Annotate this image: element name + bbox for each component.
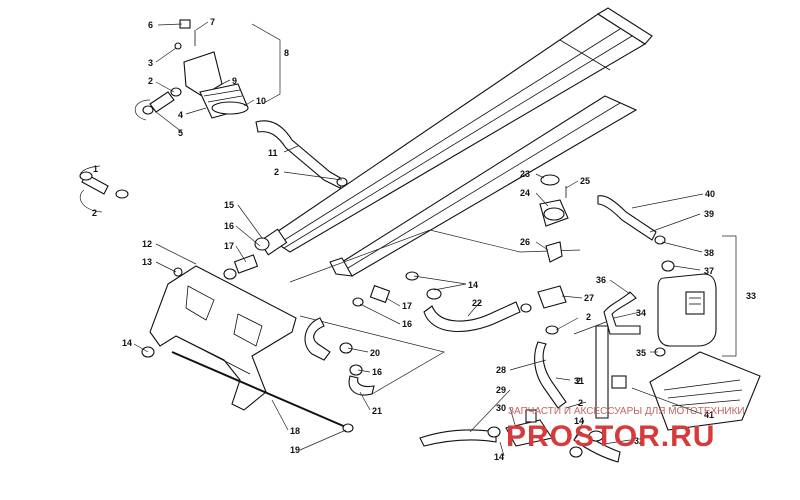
callout-32: 32 [634, 436, 644, 446]
connector-stack-left [223, 237, 270, 280]
callout-2: 2 [274, 167, 279, 177]
callout-16: 16 [372, 367, 382, 377]
callout-labels: 1 2 2 2 2 2 2 3 4 5 6 7 8 9 10 11 12 13 … [92, 17, 756, 462]
callout-33: 33 [746, 291, 756, 301]
callout-20: 20 [370, 348, 380, 358]
tunnel-bracket [595, 325, 761, 431]
callout-7: 7 [210, 17, 215, 27]
callout-4: 4 [178, 110, 183, 120]
callout-31: 31 [574, 376, 584, 386]
watermark-brand: PROSTOR.RU [506, 420, 715, 453]
callout-14: 14 [468, 280, 478, 290]
callout-2: 2 [148, 76, 153, 86]
callout-14: 14 [574, 416, 584, 426]
callout-10: 10 [256, 96, 266, 106]
callout-36: 36 [596, 275, 606, 285]
hose-40 [597, 195, 666, 245]
callout-22: 22 [472, 298, 482, 308]
watermark: ЗАПЧАСТИ И АКСЕССУАРЫ ДЛЯ МОТОТЕХНИКИ PR… [506, 406, 745, 453]
callout-41: 41 [704, 410, 714, 420]
tee-fitting-30 [505, 409, 553, 447]
callout-29: 29 [496, 385, 506, 395]
callout-8: 8 [284, 48, 289, 58]
callout-12: 12 [142, 239, 152, 249]
callout-19: 19 [290, 445, 300, 455]
callout-30: 30 [496, 403, 506, 413]
callout-37: 37 [704, 266, 714, 276]
callout-34: 34 [636, 308, 646, 318]
watermark-tagline: ЗАПЧАСТИ И АКСЕССУАРЫ ДЛЯ МОТОТЕХНИКИ [508, 406, 745, 417]
callout-9: 9 [232, 76, 237, 86]
coolant-reservoir [654, 260, 717, 357]
hose-20-assembly [304, 284, 391, 396]
callout-18: 18 [290, 426, 300, 436]
hose-34 [603, 291, 641, 335]
callout-2: 2 [578, 398, 583, 408]
hose-22 [405, 271, 532, 332]
callout-35: 35 [636, 348, 646, 358]
heat-exchanger-upper [258, 7, 653, 256]
callout-24: 24 [520, 188, 530, 198]
callout-23: 23 [520, 169, 530, 179]
callout-25: 25 [580, 176, 590, 186]
callout-17: 17 [402, 301, 412, 311]
callout-16: 16 [402, 319, 412, 329]
callout-26: 26 [520, 237, 530, 247]
hose-32 [569, 430, 621, 463]
hose-1 [79, 171, 129, 199]
callout-14: 14 [122, 338, 132, 348]
callout-14: 14 [494, 452, 504, 462]
callout-13: 13 [142, 257, 152, 267]
callout-21: 21 [372, 406, 382, 416]
callout-2: 2 [586, 312, 591, 322]
callout-17: 17 [224, 241, 234, 251]
bracket-8 [251, 23, 281, 105]
rod-18 [171, 351, 354, 433]
callout-28: 28 [496, 365, 506, 375]
callout-2: 2 [92, 208, 97, 218]
hose-28-31 [534, 341, 567, 409]
radiator-frame [141, 265, 297, 411]
callout-15: 15 [224, 200, 234, 210]
heat-exchanger-lower [329, 95, 638, 277]
callout-38: 38 [704, 248, 714, 258]
callout-39: 39 [704, 209, 714, 219]
callout-2: 2 [576, 376, 581, 386]
callout-40: 40 [705, 189, 715, 199]
hose-29 [419, 426, 501, 447]
callout-1: 1 [93, 164, 98, 174]
leader-lines [79, 21, 704, 457]
callout-11: 11 [268, 148, 278, 158]
callout-6: 6 [148, 20, 153, 30]
callout-16: 16 [224, 221, 234, 231]
bracket-33 [722, 235, 737, 357]
callout-27: 27 [584, 293, 594, 303]
callout-5: 5 [178, 128, 183, 138]
callout-3: 3 [148, 58, 153, 68]
thermostat-housing-assembly [142, 19, 249, 119]
filler-neck-assembly [537, 174, 569, 335]
